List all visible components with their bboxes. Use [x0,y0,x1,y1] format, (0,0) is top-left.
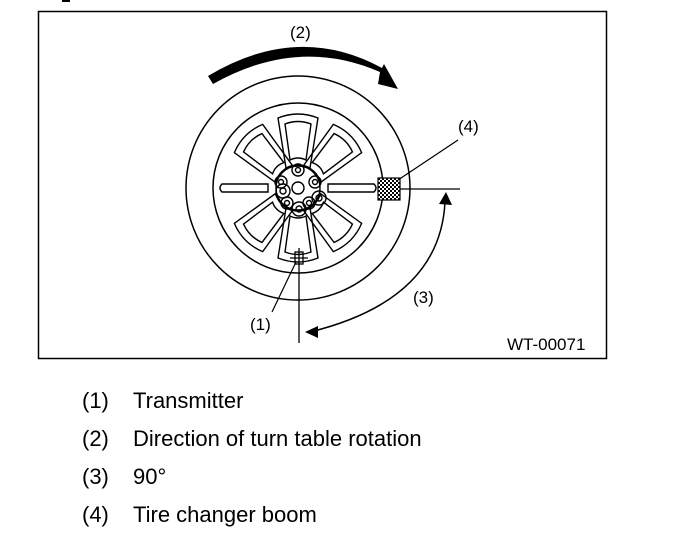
figure-code: WT-00071 [507,335,585,354]
legend-number: (1) [82,388,109,413]
wheel-spokes [219,113,377,263]
leader-line-4 [397,139,459,181]
legend-number: (2) [82,426,109,451]
legend-label: Direction of turn table rotation [133,426,422,451]
ninety-degree-arc [309,201,446,333]
tire-changer-boom [377,177,401,201]
callout-2: (2) [290,23,311,42]
arc-arrowhead-bottom [305,326,318,338]
callout-4: (4) [458,117,479,136]
legend-item: (3) 90° [82,464,642,502]
legend-number: (3) [82,464,109,489]
legend-item: (1) Transmitter [82,388,642,426]
wheel-hub [274,163,327,217]
callout-1: (1) [250,315,271,334]
rim [212,102,384,274]
legend-item: (2) Direction of turn table rotation [82,426,642,464]
legend-label: Transmitter [133,388,244,413]
arc-arrowhead-top [439,192,452,205]
legend-label: Tire changer boom [133,502,317,527]
corner-mark [62,0,70,2]
tire-outer [185,75,411,301]
figure-frame [37,10,608,360]
legend-label: 90° [133,464,167,489]
leader-line-1 [271,261,297,313]
legend-item: (4) Tire changer boom [82,502,642,540]
legend-number: (4) [82,502,109,527]
rotation-arrow [208,46,398,89]
legend: (1) Transmitter (2) Direction of turn ta… [82,388,642,540]
wheel-diagram: (2) (4) (3) (1) WT-00071 [37,0,608,360]
callout-3: (3) [413,288,434,307]
